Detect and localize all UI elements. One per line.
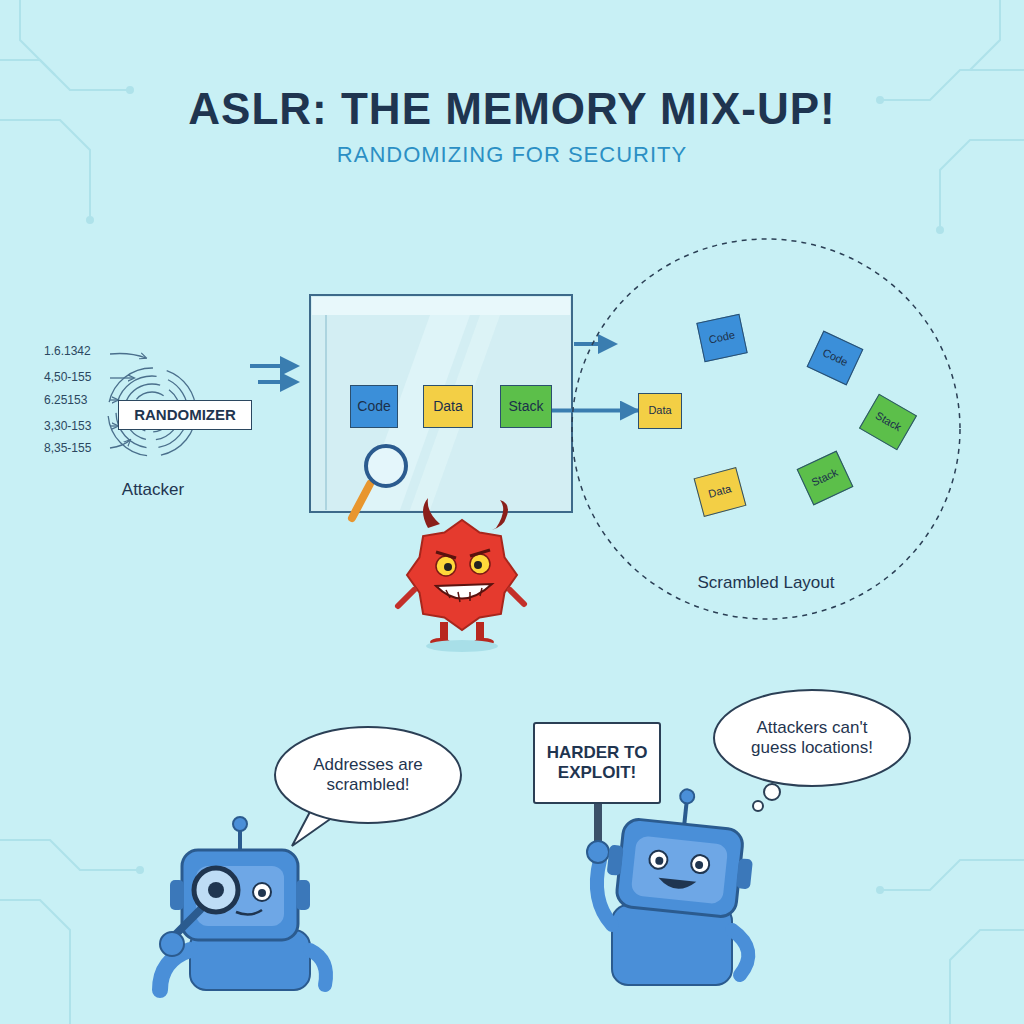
scrambled-region: Scrambled LayoutCodeCodeDataStackStackDa…	[570, 237, 962, 621]
memory-block: Stack	[859, 394, 917, 451]
node-text: Stack	[810, 466, 841, 490]
node-text: Stack	[508, 398, 543, 415]
address-number: 3,30-153	[44, 419, 91, 433]
memory-block: Stack	[500, 385, 552, 428]
memory-block: Data	[694, 467, 747, 517]
node-text: RANDOMIZER	[134, 406, 236, 424]
protest-sign: HARDER TO EXPLOIT!	[533, 722, 661, 804]
node-text: Code	[820, 346, 849, 369]
node-text: HARDER TO EXPLOIT!	[541, 743, 653, 784]
node-text: Data	[648, 404, 671, 417]
thought-bubble: Attackers can't guess locations!	[712, 688, 912, 788]
memory-block: Data	[638, 393, 682, 429]
speech-bubble: Addresses are scrambled!	[273, 725, 463, 825]
node-text: Stack	[873, 409, 903, 434]
title: ASLR: THE MEMORY MIX-UP!	[0, 84, 1024, 134]
flow-arrow	[552, 409, 638, 413]
memory-block: Stack	[797, 451, 854, 506]
memory-block: Data	[423, 385, 473, 428]
node-text: Code	[357, 398, 390, 415]
address-number: 4,50-155	[44, 370, 91, 384]
node-text: Data	[433, 398, 463, 415]
memory-block: Code	[350, 385, 398, 428]
memory-block: Code	[807, 331, 864, 386]
node-text: Code	[708, 329, 736, 347]
attacker-label: Attacker	[112, 480, 194, 500]
randomizer-box: RANDOMIZER	[118, 400, 252, 430]
address-number: 6.25153	[44, 393, 87, 407]
node-text: Data	[707, 483, 733, 502]
node-text: Attackers can't guess locations!	[736, 718, 888, 759]
region-label: Scrambled Layout	[570, 573, 962, 593]
memory-block: Code	[696, 314, 747, 362]
address-number: 1.6.1342	[44, 344, 91, 358]
address-number: 8,35-155	[44, 441, 91, 455]
node-text: Addresses are scrambled!	[298, 755, 438, 796]
subtitle: RANDOMIZING FOR SECURITY	[0, 142, 1024, 168]
